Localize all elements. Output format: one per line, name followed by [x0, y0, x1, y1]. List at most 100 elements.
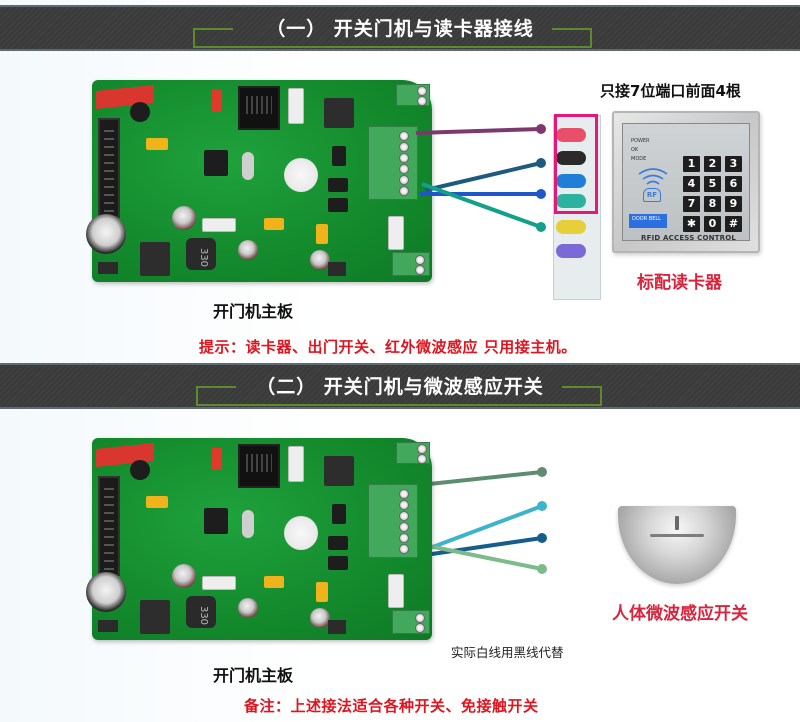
- title-frame: [196, 386, 602, 406]
- buzzer: [284, 158, 318, 192]
- mcu-chip: [204, 508, 228, 534]
- optocoupler: [332, 146, 346, 166]
- pin-header: [98, 476, 120, 576]
- sensor-slot: [675, 516, 679, 530]
- capacitor: [238, 598, 258, 618]
- diode: [98, 620, 118, 632]
- wire-note: 实际白线用黑线代替: [451, 645, 564, 660]
- power-ic: [140, 600, 170, 634]
- tip-note: 提示：读卡器、出门开关、红外微波感应 只用接主机。: [199, 338, 577, 356]
- regulator: [324, 98, 354, 128]
- rf-wave-icon: [638, 168, 668, 185]
- regulator: [324, 456, 354, 486]
- purple-wire: [556, 244, 586, 258]
- diode: [328, 620, 346, 634]
- green-wire: [556, 194, 586, 208]
- section-1-header: （一） 开关门机与读卡器接线: [0, 5, 800, 51]
- section-2-header: （二） 开关门机与微波感应开关: [0, 363, 800, 409]
- diode: [98, 262, 118, 274]
- reader-face: POWER OK MODE RF DOOR BELL 1 2 3 4 5 6 7…: [622, 123, 750, 242]
- pin-header: [98, 118, 120, 218]
- coil: [130, 460, 150, 480]
- black-wire: [556, 151, 586, 165]
- large-capacitor: [86, 214, 126, 254]
- diode: [328, 262, 346, 276]
- tantalum-cap: [316, 582, 328, 602]
- key-7[interactable]: 7: [683, 196, 700, 212]
- optocoupler: [328, 178, 348, 192]
- key-2[interactable]: 2: [704, 156, 721, 172]
- crystal: [242, 510, 254, 538]
- key-0[interactable]: 0: [704, 216, 721, 232]
- terminal-block-7pin: [368, 484, 418, 558]
- frame-line: [193, 28, 233, 30]
- terminal-block-bottom: [392, 610, 430, 634]
- key-star[interactable]: ✱: [683, 216, 700, 232]
- key-hash[interactable]: #: [725, 216, 742, 232]
- buzzer: [284, 516, 318, 550]
- white-connector: [288, 88, 304, 124]
- frame-line: [552, 28, 592, 30]
- crystal: [242, 152, 254, 180]
- tantalum-cap: [264, 576, 284, 588]
- terminal-block-top: [396, 84, 430, 106]
- key-8[interactable]: 8: [704, 196, 721, 212]
- dip-switch: [212, 90, 222, 112]
- rj45-port: [238, 444, 280, 488]
- card-reader: POWER OK MODE RF DOOR BELL 1 2 3 4 5 6 7…: [612, 111, 760, 253]
- tantalum-cap: [264, 218, 284, 230]
- section-1-title: （一） 开关门机与读卡器接线: [266, 18, 534, 40]
- capacitor: [238, 240, 258, 260]
- led-power: POWER: [631, 138, 650, 144]
- optocoupler: [328, 536, 348, 550]
- white-connector: [202, 218, 236, 232]
- dip-switch: [212, 448, 222, 470]
- first-4-pins-highlight: [554, 114, 598, 214]
- rf-icon: RF: [643, 188, 661, 202]
- white-connector: [388, 574, 404, 608]
- led-ok: OK: [631, 147, 639, 153]
- terminal-block-bottom: [392, 252, 430, 276]
- red-wire: [556, 128, 586, 142]
- doorbell-button[interactable]: DOOR BELL: [629, 214, 667, 228]
- optocoupler: [328, 198, 348, 212]
- power-ic: [140, 242, 170, 276]
- frame-line: [562, 386, 602, 388]
- large-capacitor: [86, 572, 126, 612]
- reader-label: 标配读卡器: [637, 273, 722, 293]
- white-connector: [202, 576, 236, 590]
- key-9[interactable]: 9: [725, 196, 742, 212]
- key-1[interactable]: 1: [683, 156, 700, 172]
- capacitor: [310, 608, 330, 628]
- board-label-2: 开门机主板: [213, 666, 294, 685]
- mcu-chip: [204, 150, 228, 176]
- capacitor: [310, 250, 330, 270]
- title-frame: [193, 28, 592, 48]
- door-controller-board-2: [86, 438, 432, 640]
- led-mode: MODE: [631, 156, 647, 162]
- door-controller-board-1: [86, 80, 432, 282]
- capacitor: [172, 564, 196, 588]
- white-connector: [288, 446, 304, 482]
- reader-brand-caption: RFID ACCESS CONTROL: [641, 234, 737, 242]
- reader-wiring-note: 只接7位端口前面4根: [600, 82, 741, 100]
- reader-terminal-strip: [553, 115, 601, 300]
- key-4[interactable]: 4: [683, 176, 700, 192]
- section-2-title: （二） 开关门机与微波感应开关: [256, 376, 544, 398]
- terminal-block-top: [396, 442, 430, 464]
- optocoupler: [332, 504, 346, 524]
- tantalum-cap: [146, 138, 168, 150]
- tantalum-cap: [146, 496, 168, 508]
- coil: [130, 102, 150, 122]
- key-3[interactable]: 3: [725, 156, 742, 172]
- key-6[interactable]: 6: [725, 176, 742, 192]
- sensor-label: 人体微波感应开关: [612, 604, 748, 624]
- capacitor: [172, 206, 196, 230]
- inductor: [186, 596, 216, 628]
- key-5[interactable]: 5: [704, 176, 721, 192]
- blue-wire: [556, 174, 586, 188]
- inductor: [186, 238, 216, 270]
- white-connector: [388, 216, 404, 250]
- rj45-port: [238, 86, 280, 130]
